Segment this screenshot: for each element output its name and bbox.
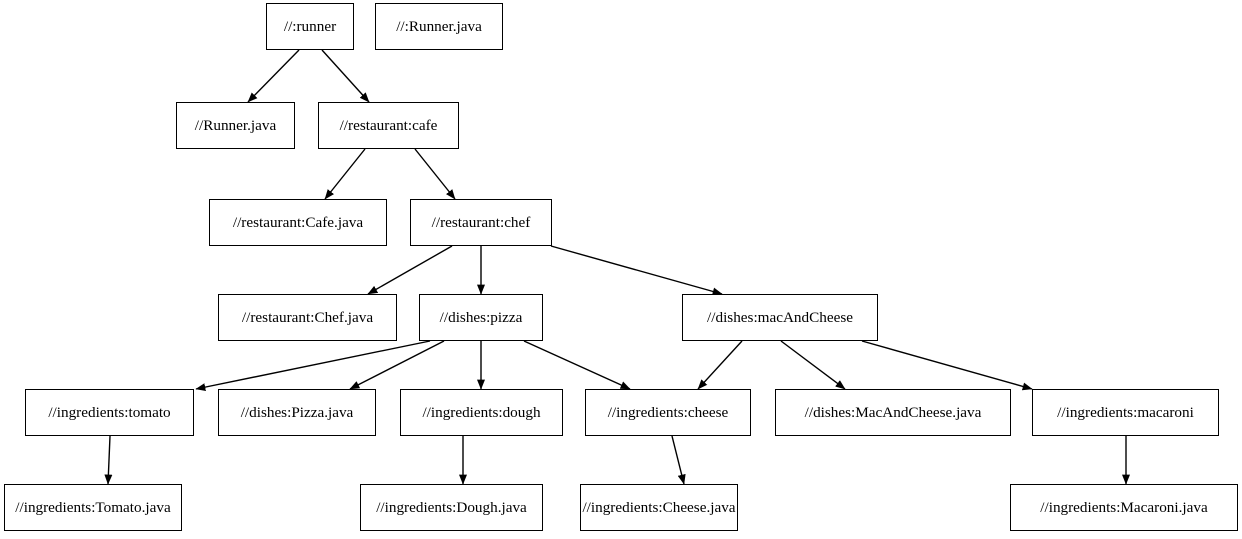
graph-node-label: //restaurant:cafe [339, 116, 438, 134]
graph-node-cafe_java[interactable]: //restaurant:Cafe.java [209, 199, 387, 246]
graph-node-dough[interactable]: //ingredients:dough [400, 389, 563, 436]
graph-node-macaroni_java[interactable]: //ingredients:Macaroni.java [1010, 484, 1238, 531]
graph-node-label: //ingredients:Tomato.java [15, 498, 171, 516]
graph-edge [697, 340, 743, 390]
graph-node-label: //:Runner.java [396, 17, 482, 35]
graph-node-tomato_java[interactable]: //ingredients:Tomato.java [4, 484, 182, 531]
graph-edge [195, 340, 431, 392]
graph-edge [550, 245, 723, 296]
graph-edge [414, 148, 456, 200]
graph-node-tomato[interactable]: //ingredients:tomato [25, 389, 194, 436]
graph-node-label: //Runner.java [194, 116, 277, 134]
graph-node-mac_and_cheese_java[interactable]: //dishes:MacAndCheese.java [775, 389, 1011, 436]
graph-edge [321, 49, 370, 103]
graph-node-macaroni[interactable]: //ingredients:macaroni [1032, 389, 1219, 436]
graph-node-label: //ingredients:macaroni [1057, 403, 1194, 421]
graph-edge [324, 148, 366, 200]
graph-node-cheese[interactable]: //ingredients:cheese [585, 389, 751, 436]
graph-node-label: //dishes:pizza [439, 308, 523, 326]
graph-node-runner[interactable]: //:runner [266, 3, 354, 50]
graph-node-label: //dishes:macAndCheese [707, 308, 853, 326]
graph-node-cafe[interactable]: //restaurant:cafe [318, 102, 459, 149]
graph-edge [367, 245, 453, 295]
graph-node-label: //ingredients:Dough.java [376, 498, 527, 516]
graph-edge [104, 435, 113, 485]
graph-node-label: //ingredients:tomato [48, 403, 171, 421]
graph-edge [247, 49, 300, 103]
graph-node-pizza[interactable]: //dishes:pizza [419, 294, 543, 341]
graph-edge [349, 340, 445, 390]
graph-node-runner_java_root[interactable]: //:Runner.java [375, 3, 503, 50]
graph-node-cheese_java[interactable]: //ingredients:Cheese.java [580, 484, 738, 531]
graph-node-label: //restaurant:Chef.java [241, 308, 374, 326]
graph-edge [861, 340, 1033, 391]
graph-node-label: //ingredients:cheese [607, 403, 729, 421]
graph-node-label: //ingredients:Macaroni.java [1040, 498, 1208, 516]
graph-node-pizza_java[interactable]: //dishes:Pizza.java [218, 389, 376, 436]
graph-edge [780, 340, 846, 390]
graph-node-label: //dishes:MacAndCheese.java [804, 403, 982, 421]
graph-node-chef[interactable]: //restaurant:chef [410, 199, 552, 246]
graph-node-label: //restaurant:Cafe.java [232, 213, 364, 231]
graph-node-label: //ingredients:dough [422, 403, 541, 421]
graph-edge [523, 340, 631, 390]
graph-edge [671, 435, 686, 485]
graph-node-label: //ingredients:Cheese.java [582, 498, 736, 516]
graph-node-chef_java[interactable]: //restaurant:Chef.java [218, 294, 397, 341]
graph-node-label: //dishes:Pizza.java [240, 403, 354, 421]
graph-node-dough_java[interactable]: //ingredients:Dough.java [360, 484, 543, 531]
graph-node-label: //restaurant:chef [431, 213, 531, 231]
graph-node-mac_and_cheese[interactable]: //dishes:macAndCheese [682, 294, 878, 341]
graph-node-label: //:runner [283, 17, 337, 35]
graph-node-runner_java[interactable]: //Runner.java [176, 102, 295, 149]
